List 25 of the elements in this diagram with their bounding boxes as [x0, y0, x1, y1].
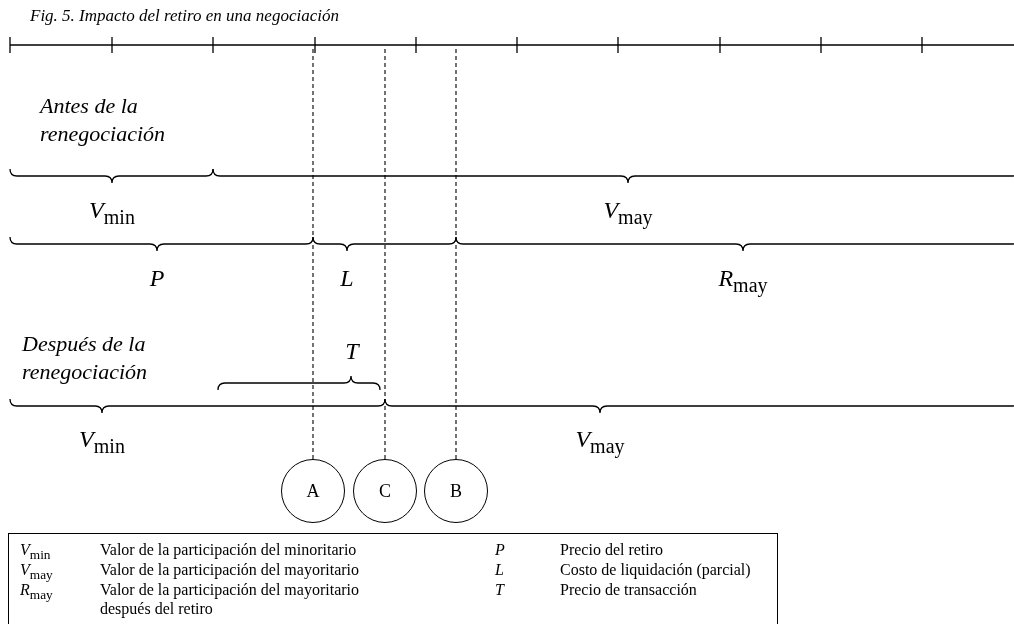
definition-text: Valor de la participación del mayoritario [100, 560, 360, 579]
brace-label: V$_{may}$ [603, 197, 653, 229]
section-heading: Después de la renegociación [22, 330, 149, 386]
section-heading: Antes de la renegociación [40, 92, 167, 148]
brace-label: R$_{may}$ [718, 265, 768, 297]
definition-text: Costo de liquidación (parcial) [560, 560, 751, 579]
definition-text: Valor de la participación del minoritario [100, 540, 358, 559]
definition-text: Precio del retiro [560, 540, 664, 559]
symbol-label: P [495, 540, 505, 559]
point-circle: A [281, 459, 345, 523]
brace-label: T [345, 338, 359, 365]
point-circle: C [353, 459, 417, 523]
brace-label: V$_{min}$ [89, 197, 135, 229]
definition-text: Valor de la participación del mayoritario después del retiro [100, 580, 360, 618]
brace-label: L [340, 265, 354, 292]
brace-label: P [149, 265, 165, 292]
scale-axis [9, 36, 1014, 54]
brace-label: V$_{may}$ [575, 426, 625, 458]
point-circle: B [424, 459, 488, 523]
symbol-label: T [495, 580, 504, 599]
symbol-label: L [495, 560, 504, 579]
definition-text: Precio de transacción [560, 580, 697, 599]
figure-title: Fig. 5. Impacto del retiro en una negociación [30, 6, 339, 26]
symbol-label: R$_{may}$ [20, 581, 53, 605]
brace-label: V$_{min}$ [79, 426, 125, 458]
